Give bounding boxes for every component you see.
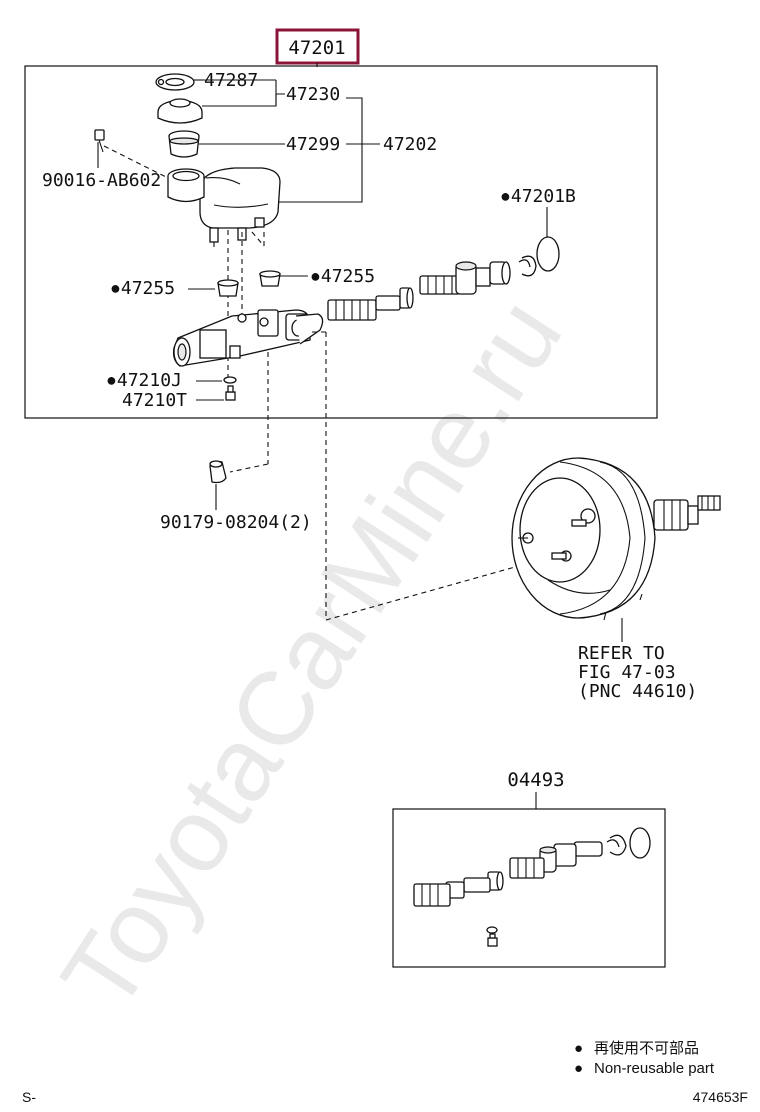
part-number-47201[interactable]: 47201 [288,37,345,59]
footer-left-code: S- [22,1089,36,1105]
kit-parts-icon [413,827,651,947]
booster-ref-line3[interactable]: (PNC 44610) [578,681,697,702]
part-number-47210J[interactable]: ●47210J [106,370,182,391]
master-cylinder-body-icon [172,309,324,367]
grommet-icon-left [217,279,239,297]
reservoir-tank-icon [167,167,281,243]
bushing-icon [209,460,227,484]
assembly-box [24,65,658,419]
screw-icon [94,129,105,153]
legend-line-jp: 再使用不可部品 [594,1040,699,1057]
part-number-47255-left[interactable]: ●47255 [110,278,175,299]
booster-ref-line2[interactable]: FIG 47-03 [578,662,676,683]
grommet-icon-right [259,270,281,287]
part-number-04493[interactable]: 04493 [507,769,564,791]
part-number-90179-08204[interactable]: 90179-08204(2) [160,512,312,533]
bleeder-plug-icon [225,385,236,401]
legend-bullet-2: ● [574,1060,583,1077]
part-number-47230[interactable]: 47230 [286,84,340,105]
primary-piston-icon [327,287,414,321]
part-number-47255-right[interactable]: ●47255 [310,266,375,287]
legend: ● 再使用不可部品 ● Non-reusable part [574,1040,715,1077]
booster-ref-line1[interactable]: REFER TO [578,643,665,664]
gasket-icon [223,376,237,384]
brake-booster-icon [511,457,721,621]
reservoir-cap-seal-icon [155,73,195,91]
part-number-47299[interactable]: 47299 [286,134,340,155]
footer-figure-number: 474653F [693,1089,748,1105]
reservoir-cap-icon [157,98,203,124]
secondary-piston-icon [419,261,511,295]
strainer-icon [168,130,200,158]
snap-ring-icon [518,255,537,277]
part-label-47201[interactable]: 47201 [275,28,360,65]
o-ring-icon [536,236,560,272]
kit-box [392,808,666,968]
part-number-47210T[interactable]: 47210T [122,390,187,411]
part-number-47201B[interactable]: ●47201B [500,186,576,207]
part-number-47202[interactable]: 47202 [383,134,437,155]
legend-line-en: Non-reusable part [594,1060,715,1077]
legend-bullet-1: ● [574,1040,583,1057]
part-number-90016-AB602[interactable]: 90016-AB602 [42,170,161,191]
